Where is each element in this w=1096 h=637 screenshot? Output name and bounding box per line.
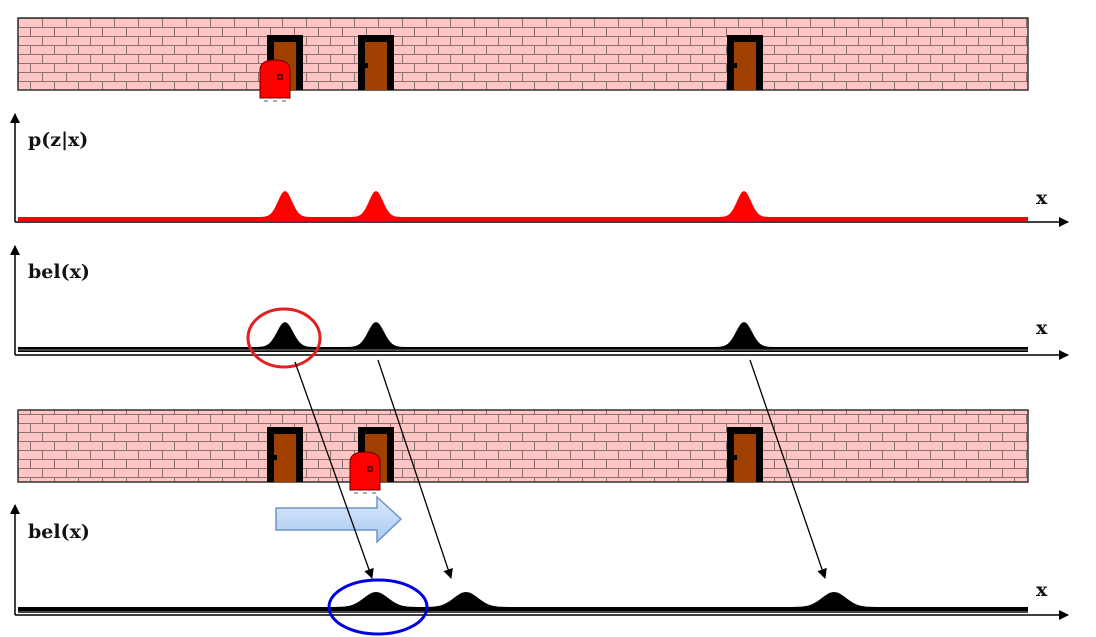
belief-before-y-label: bel(x) (28, 261, 90, 283)
door-icon (267, 427, 303, 482)
observation-x-label: x (1036, 187, 1048, 209)
door-icon (727, 427, 763, 482)
belief-after-curve (18, 592, 1028, 613)
observation-curve (18, 191, 1028, 221)
corridor-wall-top (17, 17, 1029, 102)
robot-icon (349, 451, 381, 494)
shift-arrow (749, 359, 827, 579)
corridor-wall-bottom (17, 409, 1029, 494)
belief-after-plot: bel(x) x (10, 504, 1069, 636)
highlight-circle-red (246, 307, 322, 369)
observation-y-label: p(z|x) (28, 129, 88, 151)
belief-before-x-label: x (1036, 317, 1048, 339)
belief-before-plot: bel(x) x (10, 245, 1069, 369)
observation-plot: p(z|x) x (10, 113, 1069, 227)
shift-arrow (377, 359, 453, 579)
highlight-circle-blue (327, 578, 429, 636)
belief-before-curve (18, 322, 1028, 352)
door-icon (727, 35, 763, 90)
belief-after-x-label: x (1036, 579, 1048, 601)
door-icon (358, 35, 394, 90)
shift-arrow (294, 361, 374, 579)
belief-shift-arrows (294, 359, 827, 579)
robot-icon (259, 59, 291, 102)
belief-after-y-label: bel(x) (28, 521, 90, 543)
motion-arrow-icon (275, 495, 403, 544)
